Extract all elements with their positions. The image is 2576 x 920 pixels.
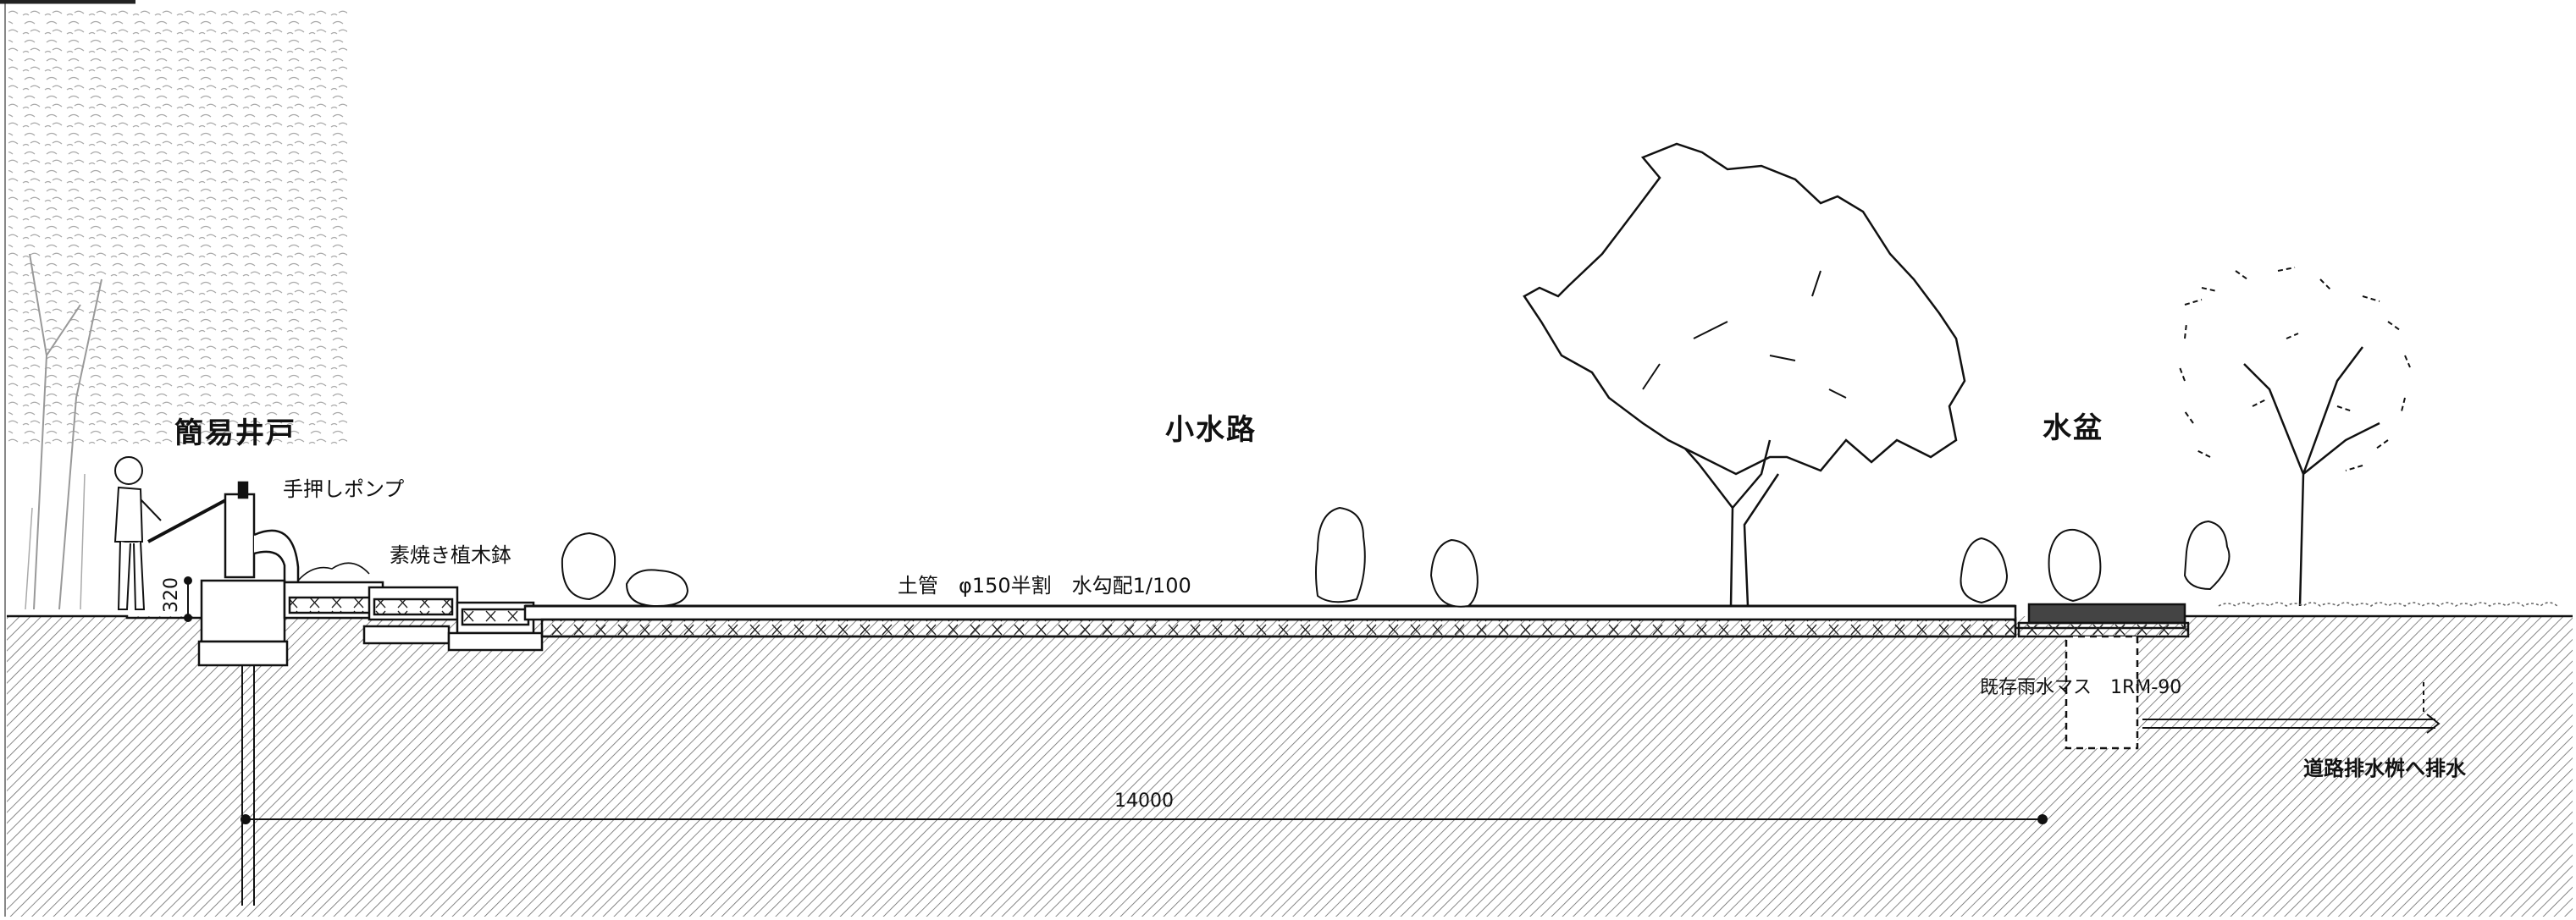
hand-pump	[147, 481, 300, 584]
water-basin	[2017, 603, 2190, 750]
background-tree-sketch	[8, 8, 347, 610]
label-stream: 小水路	[1165, 413, 1257, 447]
person-figure	[113, 456, 162, 610]
label-pot: 素焼き植木鉢	[390, 543, 511, 567]
small-tree	[2179, 267, 2411, 607]
label-drain: 道路排水桝へ排水	[2303, 757, 2466, 780]
ground-hatch	[7, 616, 2573, 917]
label-rain-box: 既存雨水マス 1RM-90	[1980, 677, 2182, 698]
water-channel	[523, 604, 2017, 638]
length-dimension	[240, 814, 2048, 824]
grass-right	[2218, 602, 2558, 607]
label-dim-total: 14000	[1114, 791, 1174, 812]
well-box	[197, 579, 289, 906]
label-dim-height: 320	[161, 577, 182, 613]
rocks	[561, 506, 2231, 608]
drain-pipe-arrow	[2142, 682, 2441, 734]
height-dimension	[184, 576, 192, 622]
label-well: 簡易井戸	[174, 416, 296, 450]
label-pipe: 土管 φ150半割 水勾配1/100	[898, 574, 1191, 598]
large-tree	[1523, 142, 1966, 607]
planter-pots	[283, 562, 544, 652]
label-pump: 手押しポンプ	[283, 477, 405, 501]
label-basin: 水盆	[2043, 411, 2103, 445]
